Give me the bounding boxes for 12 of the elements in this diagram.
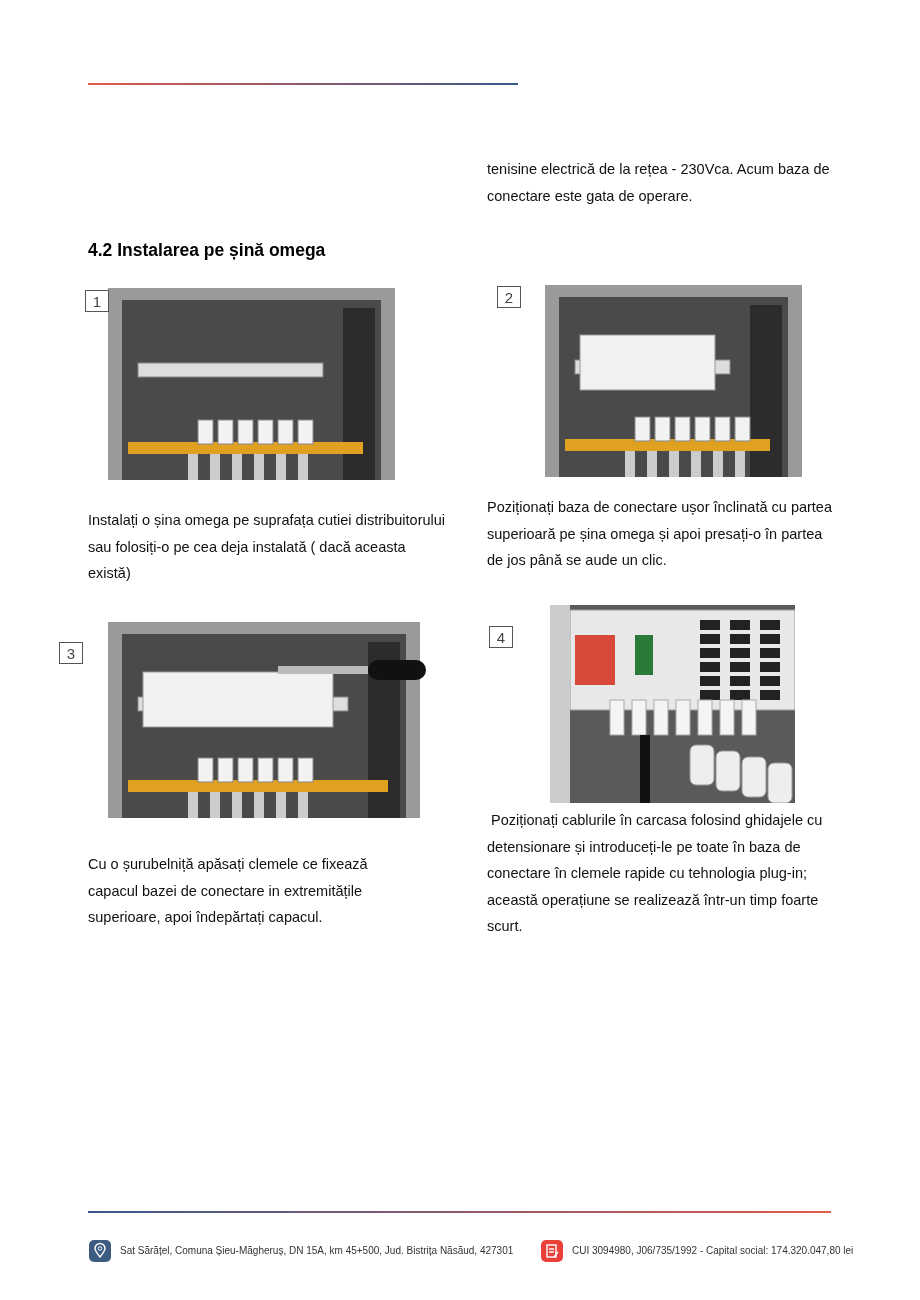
instruction-paragraph: Instalați o șina omega pe suprafața cutiei distribuitorului sau folosiți-o pe cea deja instalată ( dacă aceasta există) (88, 511, 447, 583)
company-info-text: CUI 3094980, J06/735/1992 - Capital social: 174.320.047,80 lei (572, 1245, 854, 1256)
instruction-paragraph: Poziționați baza de conectare ușor înclinată cu partea superioară pe șina omega și apoi presați-o în partea de jos până se aude un clic. (487, 498, 833, 570)
address-text: Sat Sărățel, Comuna Șieu-Măgheruș, DN 15A, km 45+500, Jud. Bistrița Năsăud, 427301 (120, 1245, 514, 1256)
text-paragraph: tenisine electrică de la rețea - 230Vca. Acum baza de conectare este gata de operare. (487, 160, 831, 206)
step-number: 4 (489, 626, 513, 648)
step-number: 3 (59, 642, 83, 664)
step-number: 2 (497, 286, 521, 308)
section-heading: 4.2 Instalarea pe șină omega (88, 240, 326, 261)
instruction-paragraph: Cu o șurubelniță apăsați clemele ce fixează capacul bazei de conectare in extremitățile superioare, apoi îndepărtați capacul. (88, 855, 369, 927)
step-number: 1 (85, 290, 109, 312)
instruction-paragraph: Poziționați cablurile în carcasa folosind ghidajele cu detensionare și introduceți-le pe toate în baza de conectare în clemele rapide cu tehnologia plug-in; această operațiune se realizează într-un timp foarte scurt. (487, 811, 824, 936)
